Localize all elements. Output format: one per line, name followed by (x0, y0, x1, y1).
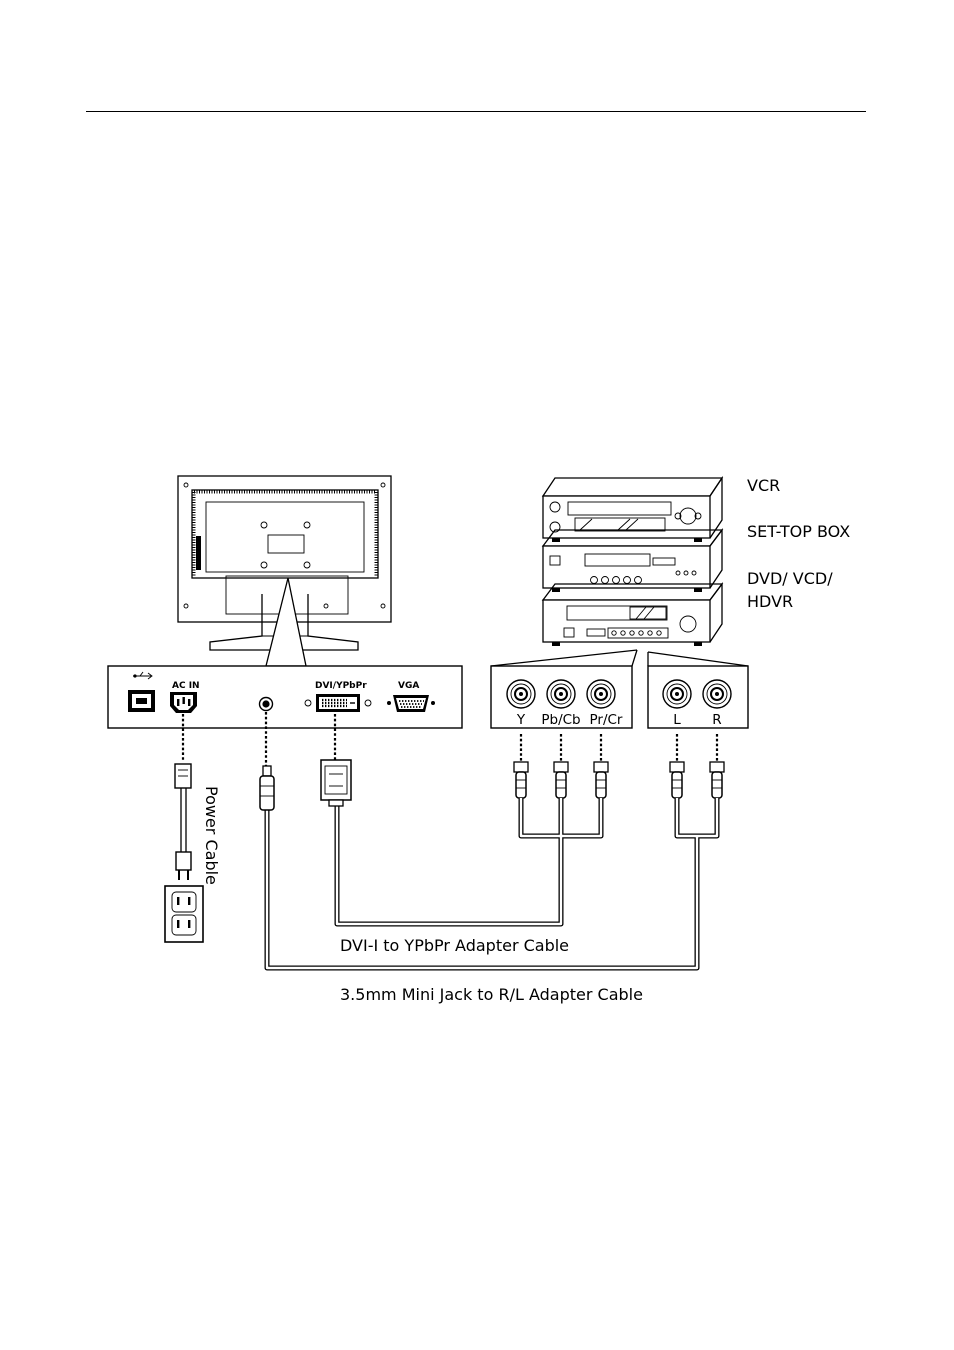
plug-pb (554, 762, 568, 798)
dvi-cable-label: DVI-I to YPbPr Adapter Cable (340, 936, 569, 955)
dvd-label-line1: DVD/ VCD/ (747, 569, 833, 588)
video-cable-harness (337, 798, 601, 924)
audio-jack-panel: L R (648, 666, 748, 728)
jack-l-label: L (673, 712, 681, 728)
jack-r[interactable] (703, 680, 731, 708)
dvi-plug (321, 760, 351, 806)
audio-cable-label: 3.5mm Mini Jack to R/L Adapter Cable (340, 985, 643, 1004)
set-top-box-label: SET-TOP BOX (747, 522, 850, 541)
jack-r-label: R (712, 712, 721, 728)
power-cable (175, 764, 191, 880)
component-video-panel: Y Pb/Cb Pr/Cr (491, 666, 632, 728)
jack-pb-label: Pb/Cb (541, 712, 580, 728)
plug-pr (594, 762, 608, 798)
dvi-label: DVI/YPbPr (315, 681, 367, 691)
rca-plugs (514, 762, 724, 798)
mini-jack-plug (260, 766, 274, 810)
power-socket-icon[interactable] (170, 692, 197, 713)
vga-label: VGA (398, 681, 419, 691)
jack-y[interactable] (507, 680, 535, 708)
plug-y (514, 762, 528, 798)
dvi-port[interactable] (316, 694, 360, 712)
jack-pb[interactable] (547, 680, 575, 708)
plug-l (670, 762, 684, 798)
jack-pr[interactable] (587, 680, 615, 708)
jack-pr-label: Pr/Cr (590, 712, 623, 728)
jack-y-label: Y (516, 712, 526, 728)
audio-in-jack[interactable] (260, 698, 273, 711)
plug-r (710, 762, 724, 798)
wall-outlet-icon[interactable] (165, 886, 203, 942)
connector-panel: AC IN DVI/YPbPr VGA (108, 666, 462, 728)
vcr-label: VCR (747, 476, 780, 495)
vcr-device (543, 478, 722, 542)
jack-l[interactable] (663, 680, 691, 708)
usb-port[interactable] (128, 690, 155, 712)
dvd-label-line2: HDVR (747, 592, 793, 611)
dvd-device (543, 584, 722, 646)
power-cable-label: Power Cable (202, 786, 221, 885)
ac-in-label: AC IN (172, 681, 200, 691)
